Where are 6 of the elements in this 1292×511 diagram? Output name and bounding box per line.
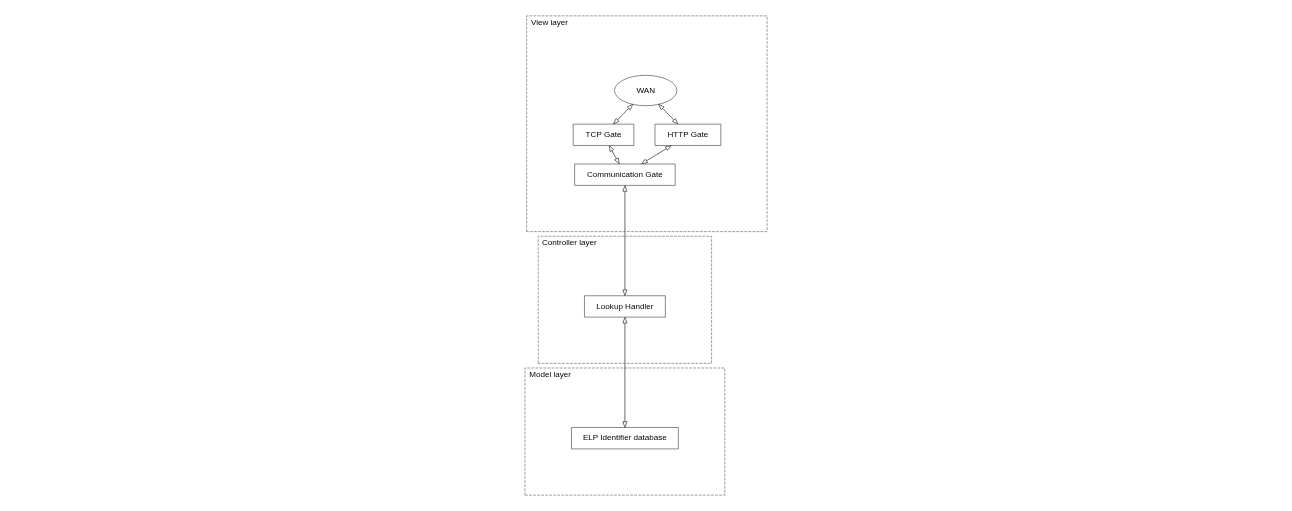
arrow (613, 103, 634, 125)
arrow (641, 145, 672, 165)
arrow (608, 145, 620, 165)
arrow (622, 316, 628, 428)
arrow (622, 185, 628, 297)
arrow (658, 103, 679, 125)
